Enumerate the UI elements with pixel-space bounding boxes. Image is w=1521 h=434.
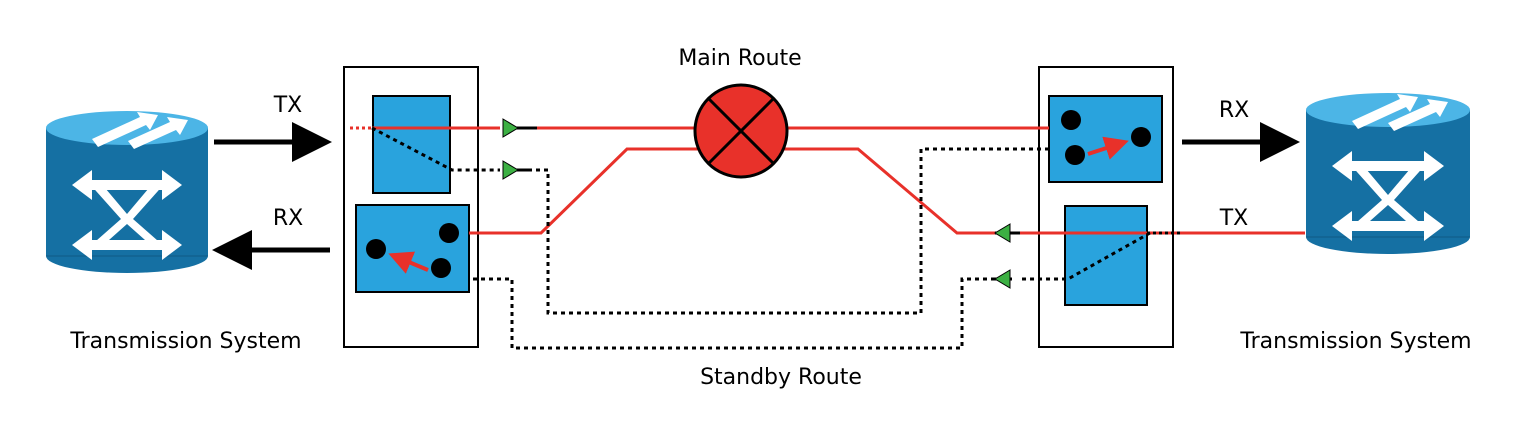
right-tx-bridge-panel [1064,205,1148,306]
right-selector-contacts [1061,110,1151,165]
right-system-label: Transmission System [1239,329,1471,354]
fault-icon [693,83,789,179]
right-transmission-system-icon [1306,93,1470,254]
left-rx-selector-panel [355,204,470,293]
right-rx-label: RX [1219,98,1249,123]
main-route-label: Main Route [678,46,801,71]
left-selector-contacts [366,223,459,278]
right-tx-label: TX [1219,206,1249,231]
left-transmission-system-icon [46,111,208,273]
right-selector-arrow [1087,136,1129,160]
standby-route-line [371,126,1151,350]
standby-route-label: Standby Route [700,365,862,390]
left-tx-bridge-panel [372,95,451,194]
left-system-label: Transmission System [69,329,301,354]
left-tx-label: TX [273,93,303,118]
left-rx-label: RX [273,206,303,231]
direction-marker-icon [502,118,1011,289]
left-selector-arrow [388,251,429,274]
